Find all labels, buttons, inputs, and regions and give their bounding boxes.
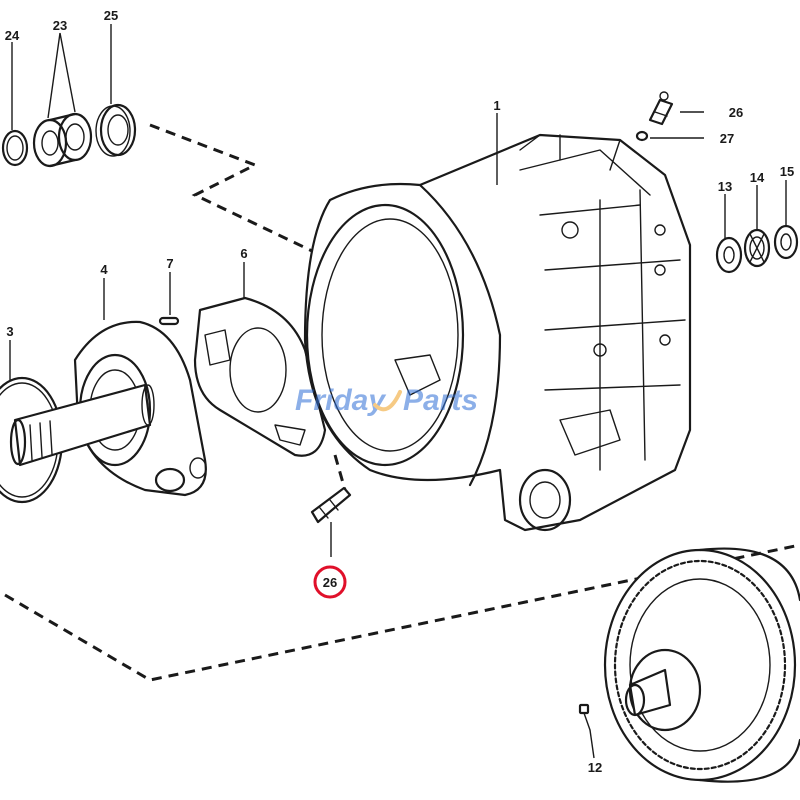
watermark-text-parts: Parts [403,384,478,417]
part-4-pump-housing [9,320,207,497]
part-1-transmission-housing [303,133,692,532]
watermark-accent-swoosh [373,390,402,412]
part-27-ring [635,130,649,142]
callout-12: 12 [588,760,602,775]
callout-4: 4 [100,262,108,277]
part-26-sensor-lower [310,486,352,524]
part-14-bearing [743,228,771,268]
callout-3: 3 [6,324,13,339]
torque-converter [603,547,800,783]
watermark-logo: Friday Parts [295,384,478,417]
part-25-seal [95,103,137,157]
part-23-bearing [32,112,93,168]
callout-13: 13 [718,179,732,194]
callout-27: 27 [720,131,734,146]
highlight-circle [313,565,347,599]
callout-6: 6 [240,246,247,261]
callout-15: 15 [780,164,794,179]
callout-7: 7 [166,256,173,271]
part-24-ring [1,129,29,167]
callout-26-lower: 26 [323,575,337,590]
leader-lines [9,24,787,759]
dashed-assembly-lines [4,123,800,682]
watermark-text-friday: Friday [295,384,386,417]
part-26-sensor-upper [648,91,674,126]
callout-14: 14 [750,170,765,185]
part-7-pin [158,316,180,326]
callout-24: 24 [5,28,20,43]
part-12-bolt [578,703,591,731]
callout-26-upper: 26 [729,105,743,120]
part-6-gasket [193,296,327,457]
callout-1: 1 [493,98,500,113]
part-15-washer [773,224,799,260]
callout-25: 25 [104,8,118,23]
part-13-washer [715,236,743,274]
callout-labels: 24 23 25 1 26 27 13 14 15 7 6 4 3 12 26 [5,8,794,775]
callout-23: 23 [53,18,67,33]
